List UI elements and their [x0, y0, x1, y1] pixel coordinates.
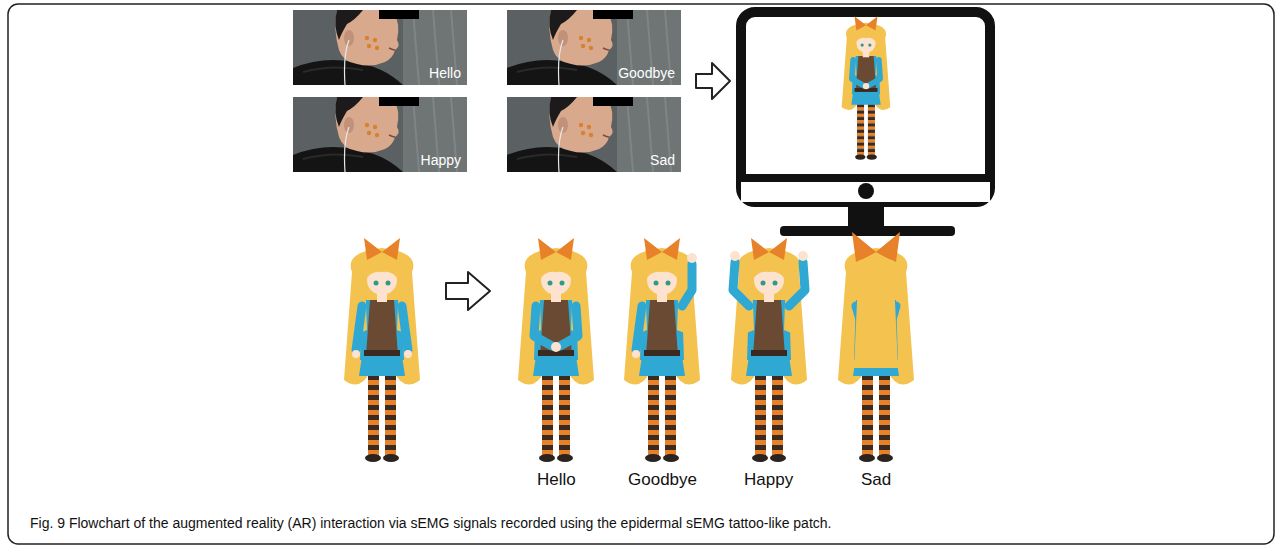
photo-frame: Goodbye [507, 10, 681, 85]
figure-caption: Fig. 9 Flowchart of the augmented realit… [30, 514, 1250, 532]
photo-caption: Goodbye [618, 65, 675, 81]
gesture-label: Happy [744, 470, 793, 490]
photo-caption: Happy [421, 152, 461, 168]
photo-caption: Hello [429, 65, 461, 81]
gesture-label: Sad [861, 470, 891, 490]
gesture-label: Goodbye [628, 470, 697, 490]
gesture-label: Hello [537, 470, 576, 490]
photo-frame: Sad [507, 97, 681, 172]
photo-caption: Sad [650, 152, 675, 168]
photo-frame: Happy [293, 97, 467, 172]
photo-frame: Hello [293, 10, 467, 85]
